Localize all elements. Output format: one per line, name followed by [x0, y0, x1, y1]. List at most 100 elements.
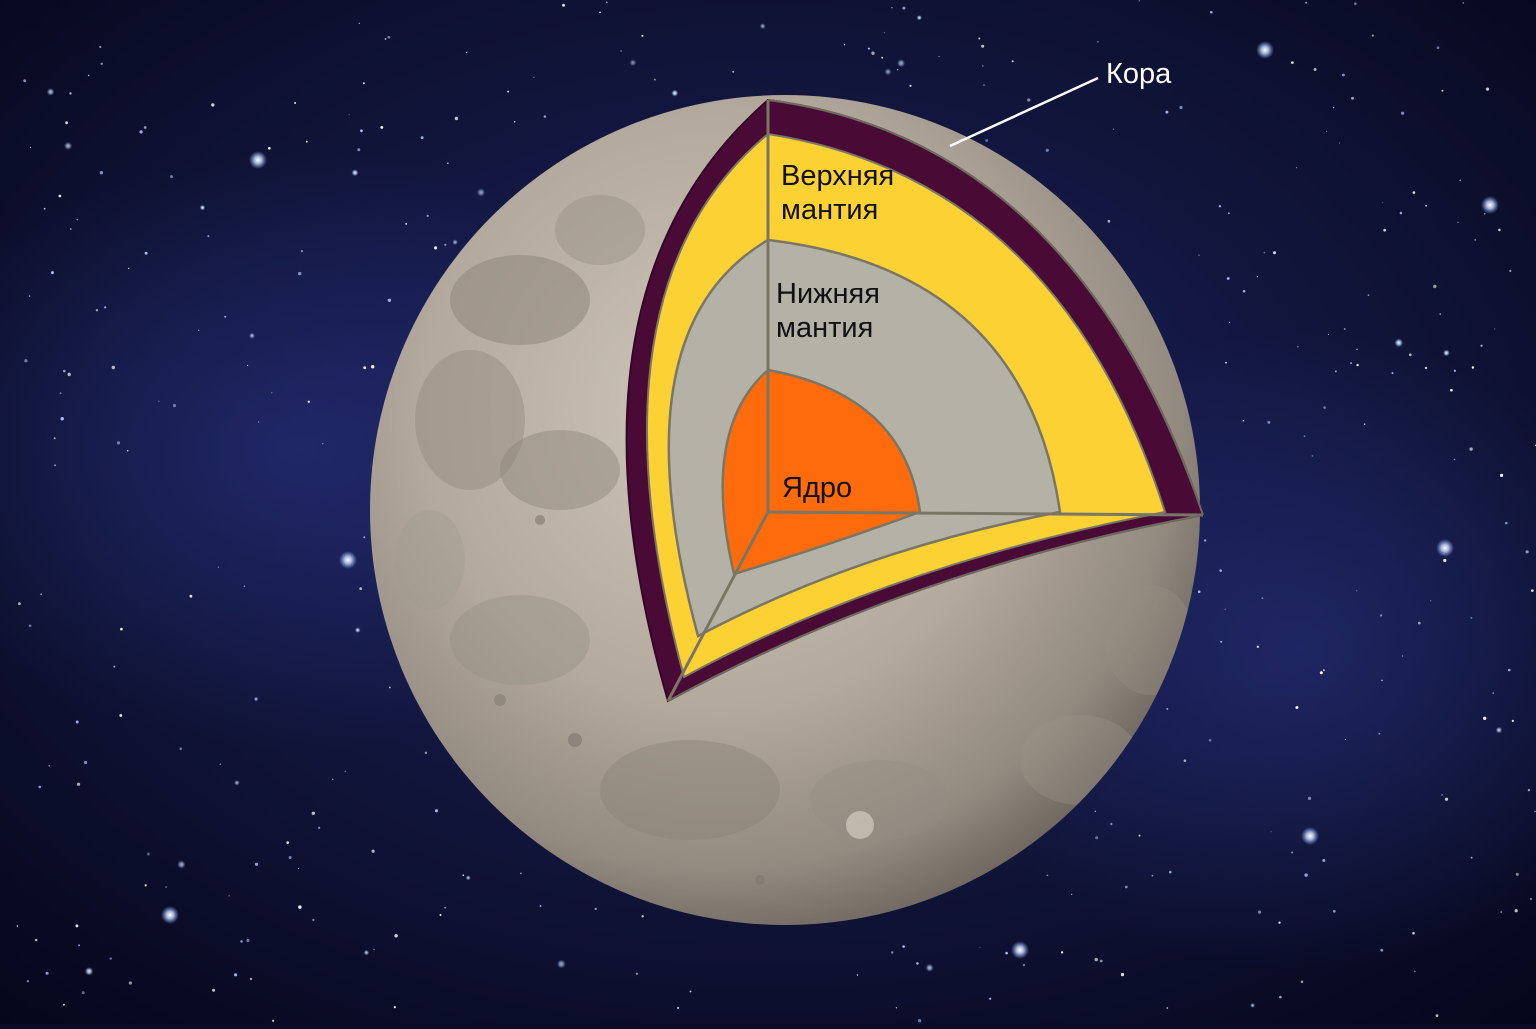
star: [1166, 1007, 1168, 1009]
star: [909, 85, 911, 87]
star: [1165, 111, 1168, 114]
star: [1382, 202, 1383, 203]
star: [1314, 68, 1317, 71]
star: [1250, 1003, 1255, 1008]
star: [1528, 789, 1530, 791]
star: [1480, 345, 1482, 347]
star: [372, 850, 375, 853]
star: [1046, 149, 1049, 152]
star: [1271, 831, 1272, 832]
star: [258, 421, 259, 422]
star: [1257, 646, 1259, 648]
star: [349, 114, 350, 115]
star: [1483, 717, 1486, 720]
star: [1278, 922, 1280, 924]
star: [70, 228, 72, 230]
star: [844, 44, 845, 45]
star: [388, 36, 391, 39]
star: [1312, 455, 1314, 457]
star: [1258, 911, 1261, 914]
star: [1354, 2, 1357, 5]
star: [1308, 797, 1311, 800]
star: [1500, 911, 1502, 913]
star: [244, 586, 245, 587]
star: [671, 90, 678, 97]
star: [917, 15, 922, 20]
star: [352, 169, 359, 176]
star: [1301, 981, 1304, 984]
star: [1304, 435, 1306, 437]
star: [240, 940, 243, 943]
star: [298, 868, 299, 869]
star: [224, 316, 226, 318]
star: [444, 244, 446, 246]
star: [306, 141, 308, 143]
star: [1441, 794, 1442, 795]
star: [96, 309, 98, 311]
star: [318, 827, 320, 829]
star: [1184, 759, 1187, 762]
star: [145, 884, 147, 886]
star: [425, 752, 427, 754]
star: [1440, 313, 1441, 314]
star: [129, 981, 132, 984]
star: [1323, 669, 1325, 671]
star: [211, 103, 214, 106]
star: [1344, 328, 1346, 330]
star: [165, 886, 167, 888]
star: [294, 102, 296, 104]
star: [84, 761, 87, 764]
star: [1457, 222, 1458, 223]
star: [364, 950, 370, 956]
star: [1305, 2, 1307, 4]
star: [212, 989, 215, 992]
star: [982, 65, 984, 67]
star: [1219, 569, 1222, 572]
star: [1414, 971, 1415, 972]
star: [78, 944, 80, 946]
star: [88, 75, 90, 77]
star: [77, 219, 78, 220]
star: [64, 142, 72, 150]
star: [916, 962, 919, 965]
star: [117, 441, 120, 444]
core-label: Ядро: [782, 472, 852, 504]
star: [1095, 958, 1098, 961]
star: [234, 973, 237, 976]
star: [1243, 420, 1245, 422]
star: [44, 208, 46, 210]
star: [301, 250, 303, 252]
star: [1225, 609, 1226, 610]
star: [29, 295, 30, 296]
star: [1273, 251, 1276, 254]
star: [255, 697, 258, 700]
star: [562, 4, 565, 7]
star: [1484, 213, 1486, 215]
star: [891, 951, 893, 953]
star: [312, 919, 314, 921]
star: [1443, 350, 1450, 357]
star: [514, 121, 515, 122]
bright-star: [1256, 41, 1274, 59]
star: [60, 392, 62, 394]
star: [466, 875, 471, 880]
star: [1356, 364, 1358, 366]
star: [40, 593, 42, 595]
star: [1445, 798, 1448, 801]
star: [77, 783, 80, 786]
star: [1333, 107, 1334, 108]
star: [1342, 74, 1345, 77]
star: [444, 907, 446, 909]
star: [1534, 811, 1535, 812]
star: [371, 365, 374, 368]
star: [1100, 960, 1103, 963]
lower-mantle-label-line1: Нижняя: [776, 278, 880, 310]
star: [902, 7, 905, 10]
star: [452, 239, 458, 245]
star: [255, 863, 258, 866]
star: [1469, 447, 1472, 450]
star: [1351, 97, 1354, 100]
star: [99, 46, 101, 48]
star: [1425, 205, 1427, 207]
star: [1152, 875, 1154, 877]
